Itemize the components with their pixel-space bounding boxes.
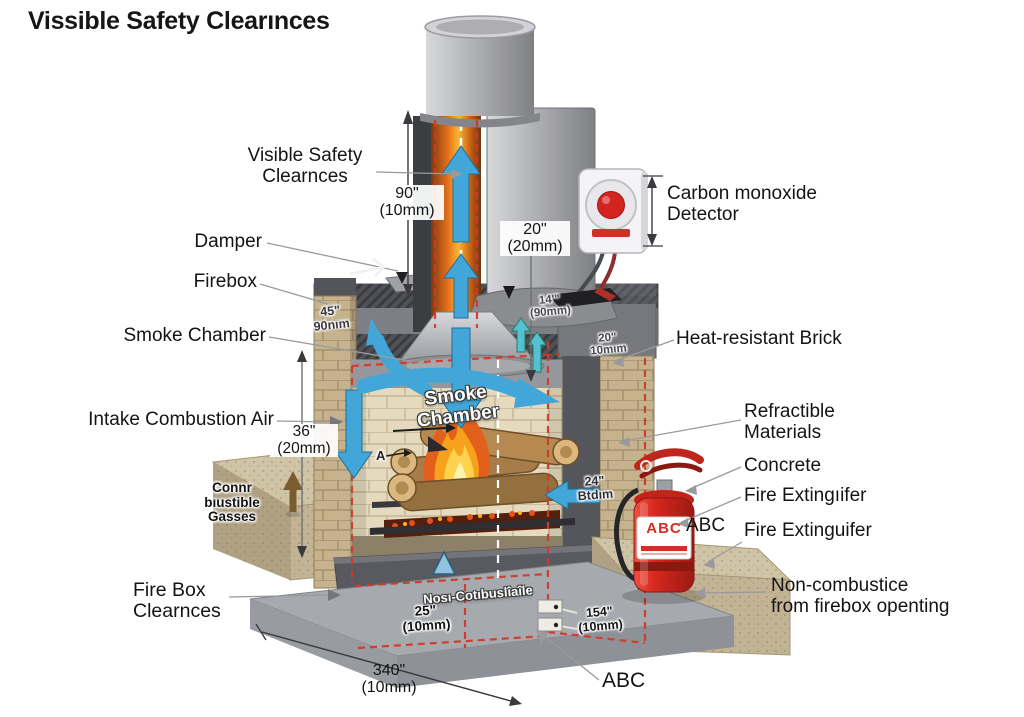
marker-a-pointer <box>385 423 456 457</box>
label-fire-extinguisher-2: Fire Extinguifer <box>744 520 872 541</box>
dimension-right-154: 154" (10mm) <box>577 603 624 635</box>
label-abc-right: ABC <box>686 515 726 536</box>
label-smoke-chamber: Smoke Chamber <box>123 325 266 346</box>
chimney-cap <box>420 15 540 128</box>
extinguisher-abc-label: ABC <box>646 520 682 537</box>
label-abc-bottom: ABC <box>602 669 646 692</box>
dimension-chimney-clearance: 20" (20mm) <box>500 221 570 256</box>
leader-lines <box>228 169 767 681</box>
wood-vent-arrow <box>431 550 457 575</box>
label-intake-combustion-air: Intake Combustion Air <box>88 409 274 430</box>
gas-pin <box>283 471 303 517</box>
fire-and-logs <box>370 398 580 538</box>
co-detector <box>548 168 648 308</box>
label-firebox: Firebox <box>193 271 257 292</box>
label-refractible-materials: Refractible Materials <box>744 401 835 443</box>
label-firebox-clearances: Fire Box Clearnces <box>133 579 221 623</box>
label-heat-resistant-brick: Heat-resistant Brick <box>676 328 842 349</box>
anchor-blocks <box>537 599 563 632</box>
label-non-combustible-right: Non-combustice from firebox openting <box>771 575 950 617</box>
gas-arrows-teal <box>511 317 547 373</box>
label-fire-extinguisher-1: Fire Extingıifer <box>744 485 867 506</box>
airflow-arrows <box>335 145 601 510</box>
slab-flow-arrow <box>349 257 385 277</box>
dimension-hearth-25: 25" (10mm) <box>401 602 451 635</box>
label-combustible-gasses: Connr bıustible Gasses <box>204 480 260 525</box>
hearth-slab <box>249 561 735 688</box>
dimension-flue-height: 90" (10mm) <box>370 185 444 220</box>
page-title: Vissible Safety Clearınces <box>28 7 330 35</box>
fire-extinguisher <box>614 448 706 604</box>
dimension-firebox-24: 24" Btdım <box>577 473 614 503</box>
dimension-ledge-14: 14'" (90mm) <box>529 293 572 321</box>
label-carbon-monoxide-detector: Carbon monoxide Detector <box>667 183 817 225</box>
dimension-wall-45: 45" 90nım <box>312 303 351 334</box>
label-damper: Damper <box>194 231 262 252</box>
label-visible-safety-clearances: Visible Safety Clearnces <box>247 145 363 187</box>
label-marker-a: A <box>376 448 386 463</box>
dimension-side-36: 36" (20mm) <box>270 423 338 458</box>
dimension-brick-20: 20" 10mım <box>589 331 628 358</box>
dimension-hearth-340: 340" (10mm) <box>361 662 417 697</box>
label-concrete: Concrete <box>744 455 822 476</box>
